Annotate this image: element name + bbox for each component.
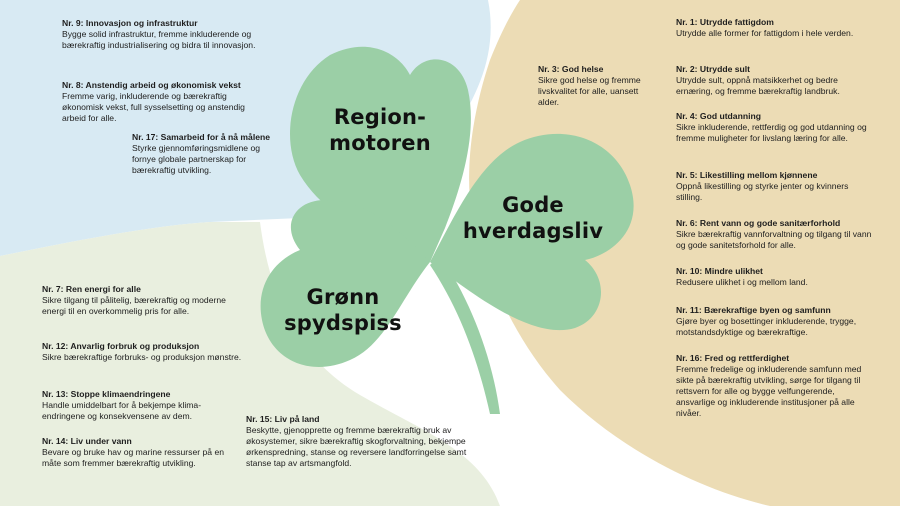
goal-10: Nr. 10: Mindre ulikhet Redusere ulikhet … xyxy=(676,266,866,288)
goal-description: Sikre inkluderende, rettferdig og god ut… xyxy=(676,122,867,143)
goal-title: Nr. 16: Fred og rettferdighet xyxy=(676,353,790,363)
goal-title: Nr. 2: Utrydde sult xyxy=(676,64,751,74)
goal-12: Nr. 12: Anvarlig forbruk og produksjon S… xyxy=(42,341,242,363)
leaf-label-line: motoren xyxy=(329,131,431,155)
goal-16: Nr. 16: Fred og rettferdighet Fremme fre… xyxy=(676,353,866,419)
goal-description: Gjøre byer og bosettinger inkluderende, … xyxy=(676,316,857,337)
goal-title: Nr. 14: Liv under vann xyxy=(42,436,132,446)
goal-title: Nr. 7: Ren energi for alle xyxy=(42,284,141,294)
goal-14: Nr. 14: Liv under vann Bevare og bruke h… xyxy=(42,436,242,469)
goal-title: Nr. 13: Stoppe klimaendringene xyxy=(42,389,171,399)
leaf-label-regionmotoren: Region- motoren xyxy=(320,104,440,156)
leaf-label-gronn-spydspiss: Grønn spydspiss xyxy=(278,284,408,336)
goal-description: Bevare og bruke hav og marine ressurser … xyxy=(42,447,225,468)
goal-6: Nr. 6: Rent vann og gode sanitærforhold … xyxy=(676,218,876,251)
goal-title: Nr. 12: Anvarlig forbruk og produksjon xyxy=(42,341,200,351)
region-green xyxy=(0,222,500,506)
leaf-label-line: Region- xyxy=(333,105,427,129)
goal-5: Nr. 5: Likestilling mellom kjønnene Oppn… xyxy=(676,170,866,203)
leaf-label-line: hverdagsliv xyxy=(462,219,604,243)
goal-description: Styrke gjennomføringsmidlene og fornye g… xyxy=(132,143,261,175)
goal-title: Nr. 4: God utdanning xyxy=(676,111,761,121)
goal-title: Nr. 9: Innovasjon og infrastruktur xyxy=(62,18,198,28)
goal-description: Sikre god helse og fremme livskvalitet f… xyxy=(538,75,641,107)
goal-description: Handle umiddelbart for å bekjempe klima-… xyxy=(42,400,202,421)
goal-description: Sikre tilgang til pålitelig, bærekraftig… xyxy=(42,295,226,316)
leaf-label-line: Gode xyxy=(502,193,564,217)
goal-description: Fremme fredelige og inkluderende samfunn… xyxy=(676,364,862,418)
leaf-label-gode-hverdagsliv: Gode hverdagsliv xyxy=(458,192,608,244)
goal-9: Nr. 9: Innovasjon og infrastruktur Bygge… xyxy=(62,18,262,51)
goal-description: Beskytte, gjenopprette og fremme bærekra… xyxy=(246,425,467,468)
leaf-label-line: Grønn xyxy=(306,285,380,309)
goal-description: Sikre bærekraftige forbruks- og produksj… xyxy=(42,352,242,362)
goal-description: Bygge solid infrastruktur, fremme inklud… xyxy=(62,29,256,50)
goal-title: Nr. 3: God helse xyxy=(538,64,604,74)
goal-title: Nr. 1: Utrydde fattigdom xyxy=(676,17,774,27)
goal-title: Nr. 8: Anstendig arbeid og økonomisk vek… xyxy=(62,80,241,90)
goal-7: Nr. 7: Ren energi for alle Sikre tilgang… xyxy=(42,284,242,317)
goal-17: Nr. 17: Samarbeid for å nå målene Styrke… xyxy=(132,132,282,176)
clover-leaf-right xyxy=(430,133,634,331)
goal-title: Nr. 17: Samarbeid for å nå målene xyxy=(132,132,271,142)
leaf-label-line: spydspiss xyxy=(284,311,402,335)
region-sand xyxy=(469,0,900,506)
goal-15: Nr. 15: Liv på land Beskytte, gjenoppret… xyxy=(246,414,486,469)
goal-13: Nr. 13: Stoppe klimaendringene Handle um… xyxy=(42,389,232,422)
goal-1: Nr. 1: Utrydde fattigdom Utrydde alle fo… xyxy=(676,17,856,39)
goal-description: Fremme varig, inkluderende og bærekrafti… xyxy=(62,91,245,123)
goal-title: Nr. 11: Bærekraftige byen og samfunn xyxy=(676,305,831,315)
goal-title: Nr. 10: Mindre ulikhet xyxy=(676,266,763,276)
goal-description: Redusere ulikhet i og mellom land. xyxy=(676,277,808,287)
goal-title: Nr. 5: Likestilling mellom kjønnene xyxy=(676,170,818,180)
goal-2: Nr. 2: Utrydde sult Utrydde sult, oppnå … xyxy=(676,64,866,97)
goal-title: Nr. 6: Rent vann og gode sanitærforhold xyxy=(676,218,841,228)
goal-3: Nr. 3: God helse Sikre god helse og frem… xyxy=(538,64,656,108)
goal-4: Nr. 4: God utdanning Sikre inkluderende,… xyxy=(676,111,876,144)
clover-stem xyxy=(430,255,500,414)
goal-description: Utrydde sult, oppnå matsikkerhet og bedr… xyxy=(676,75,840,96)
clover-leaf-left xyxy=(260,200,430,367)
goal-title: Nr. 15: Liv på land xyxy=(246,414,320,424)
goal-11: Nr. 11: Bærekraftige byen og samfunn Gjø… xyxy=(676,305,871,338)
goal-description: Sikre bærekraftig vannforvaltning og til… xyxy=(676,229,872,250)
goal-description: Utrydde alle former for fattigdom i hele… xyxy=(676,28,854,38)
goal-description: Oppnå likestilling og styrke jenter og k… xyxy=(676,181,849,202)
goal-8: Nr. 8: Anstendig arbeid og økonomisk vek… xyxy=(62,80,262,124)
